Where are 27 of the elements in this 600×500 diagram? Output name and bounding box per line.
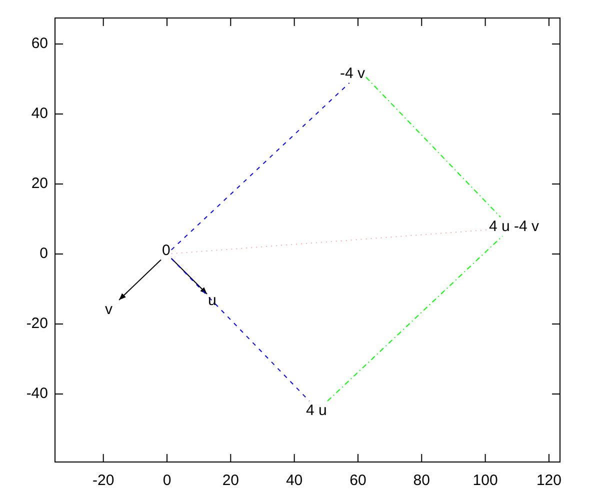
x-tick-label: 0 bbox=[162, 472, 172, 489]
point-label: -4 v bbox=[340, 65, 366, 82]
y-tick-label: 20 bbox=[30, 175, 48, 192]
x-tick-label: 60 bbox=[348, 472, 368, 489]
connector-line bbox=[170, 82, 350, 250]
y-tick-label: 0 bbox=[38, 245, 48, 262]
x-tick-label: 100 bbox=[472, 472, 499, 489]
point-label: 4 u bbox=[306, 402, 327, 419]
point-label: u bbox=[208, 292, 216, 309]
y-tick-label: 60 bbox=[30, 35, 48, 52]
connector-line bbox=[327, 236, 504, 402]
arrow bbox=[118, 259, 162, 300]
y-tick-label: -40 bbox=[25, 385, 48, 402]
y-tick-label: 40 bbox=[30, 105, 48, 122]
point-label: 0 bbox=[162, 242, 170, 259]
x-tick-label: 20 bbox=[221, 472, 240, 489]
x-tick-label: 80 bbox=[412, 472, 431, 489]
point-label: 4 u -4 v bbox=[489, 218, 540, 235]
y-tick-label: -20 bbox=[25, 315, 48, 332]
arrow bbox=[170, 258, 208, 294]
x-tick-label: 120 bbox=[535, 472, 562, 489]
connector-line bbox=[366, 76, 501, 218]
point-label: v bbox=[105, 301, 112, 318]
connector-line bbox=[170, 229, 488, 254]
connector-line bbox=[170, 258, 310, 402]
x-tick-label: 40 bbox=[284, 472, 304, 489]
x-tick-label: -20 bbox=[91, 472, 116, 489]
